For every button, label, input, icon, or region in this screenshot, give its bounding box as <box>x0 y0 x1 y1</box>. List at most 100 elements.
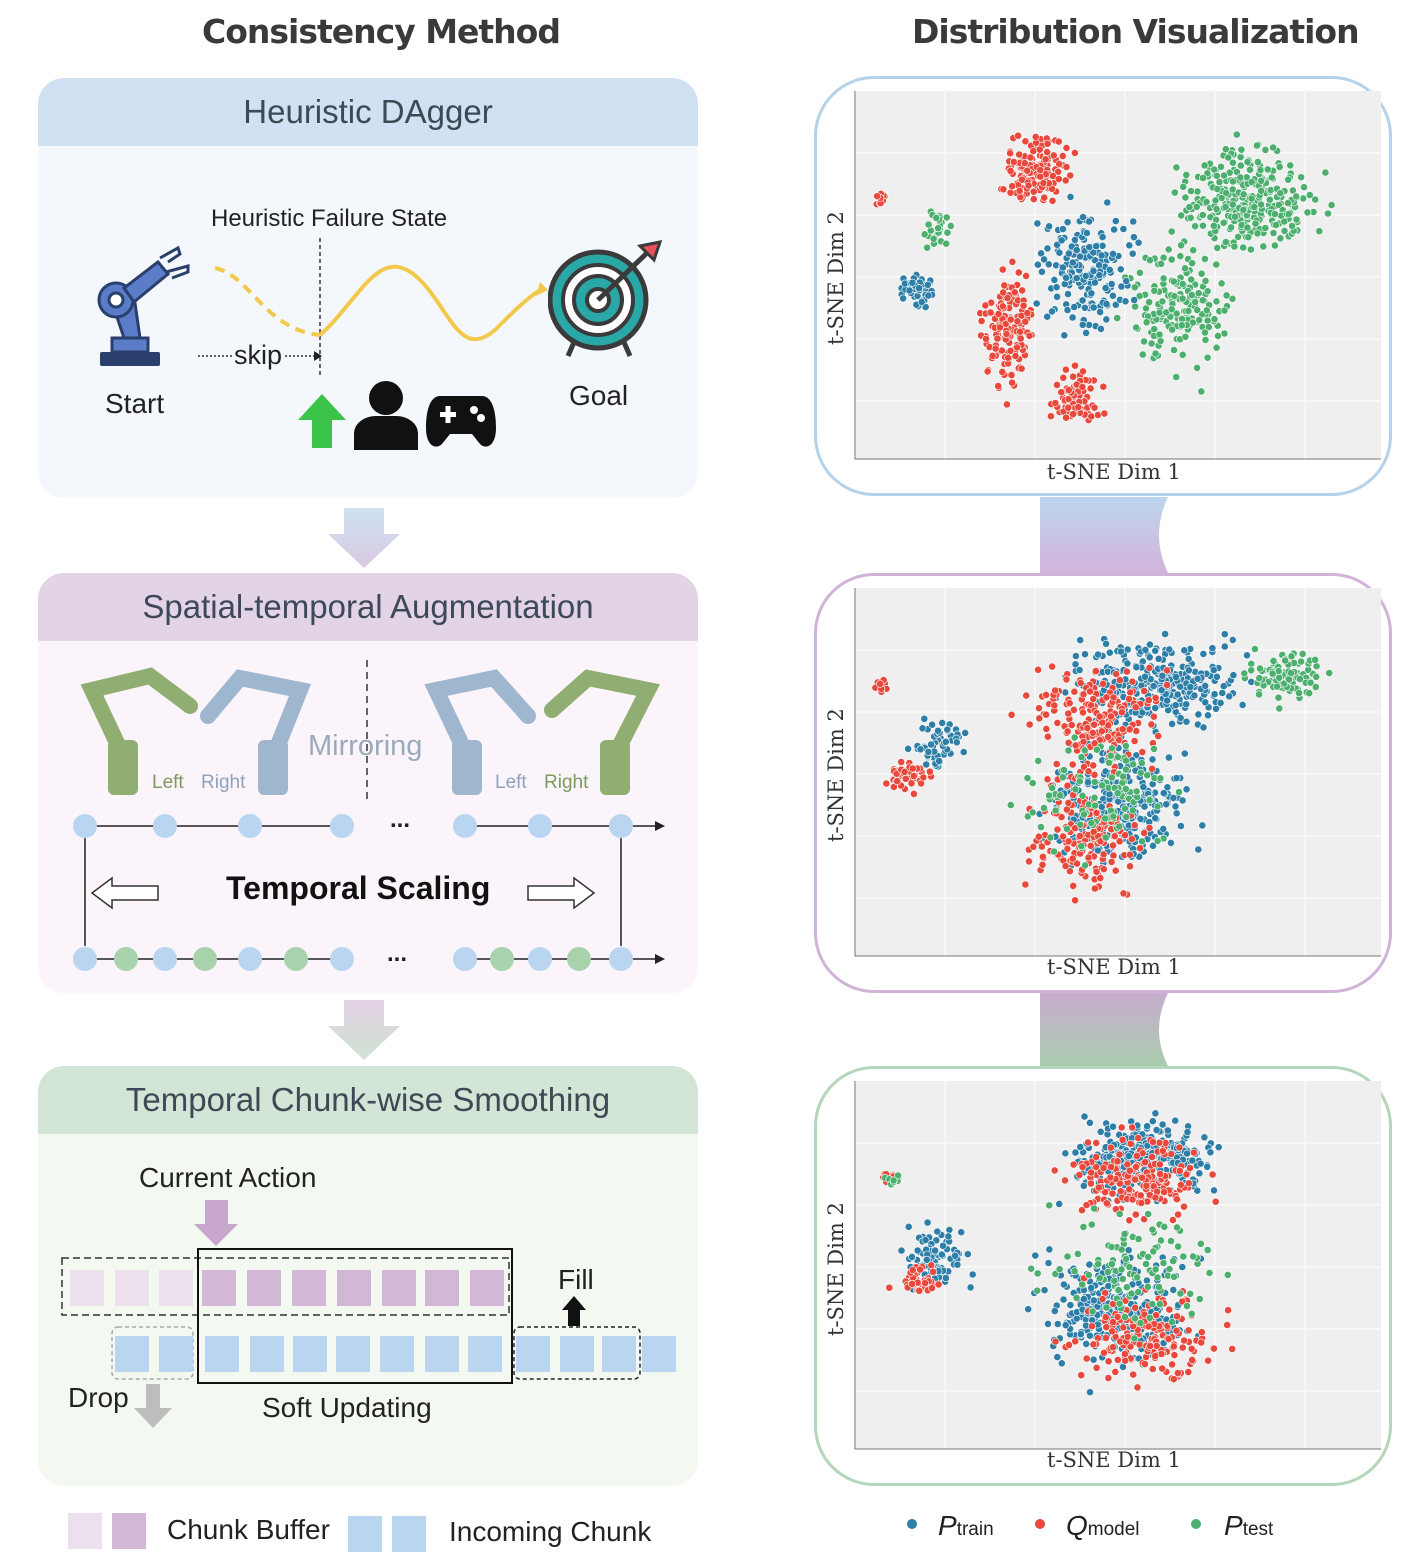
model-point <box>1141 1158 1149 1167</box>
model-point <box>1169 1342 1178 1351</box>
model-point <box>1076 679 1085 687</box>
test-point <box>1147 339 1156 348</box>
train-point <box>1109 1122 1117 1131</box>
train-point <box>1176 822 1185 830</box>
model-point <box>1008 378 1016 387</box>
test-point <box>1183 1302 1191 1310</box>
train-point <box>968 1270 977 1279</box>
train-point <box>1176 714 1185 722</box>
test-point <box>934 224 943 233</box>
test-point <box>1311 683 1320 691</box>
model-point <box>996 323 1004 332</box>
model-point <box>1016 334 1025 343</box>
test-point <box>1268 669 1277 678</box>
train-point <box>1096 308 1104 316</box>
train-point <box>1172 673 1180 681</box>
train-point <box>951 1251 959 1260</box>
model-point <box>1095 712 1104 721</box>
test-point <box>1191 298 1200 306</box>
model-point <box>1134 1134 1143 1142</box>
train-point <box>935 757 943 765</box>
test-point <box>1090 778 1099 786</box>
test-point <box>1140 337 1148 346</box>
test-point <box>1210 315 1219 324</box>
test-point <box>1148 1225 1157 1234</box>
model-point <box>1050 1166 1059 1175</box>
train-point <box>1214 1143 1223 1152</box>
tsne-plot-3-canvas <box>854 1081 1381 1450</box>
test-point <box>1129 760 1137 769</box>
model-point <box>1049 151 1058 160</box>
test-point <box>1125 1263 1134 1271</box>
model-point <box>885 1283 894 1292</box>
train-point <box>1043 312 1052 321</box>
train-point <box>1064 290 1072 298</box>
train-point <box>1152 1126 1161 1134</box>
model-point <box>1064 386 1073 394</box>
train-point <box>1139 783 1148 791</box>
train-point <box>953 1260 962 1269</box>
train-point <box>1076 636 1085 644</box>
model-point <box>1006 346 1015 355</box>
model-point <box>981 301 990 310</box>
model-point <box>1110 832 1119 841</box>
model-point <box>1129 1370 1138 1379</box>
legend-p-test: Ptest <box>1224 1510 1273 1542</box>
test-point <box>1159 274 1168 283</box>
model-point <box>1021 317 1030 326</box>
test-point <box>1270 210 1279 218</box>
test-point <box>889 1176 898 1185</box>
train-point <box>1105 648 1114 657</box>
model-point <box>1046 412 1055 421</box>
train-point <box>922 760 931 769</box>
model-point <box>1189 1148 1198 1157</box>
test-point <box>1090 1204 1099 1213</box>
model-point <box>1065 1340 1073 1349</box>
test-point <box>1247 666 1256 675</box>
fill-label: Fill <box>558 1264 594 1295</box>
test-point <box>1087 1220 1096 1229</box>
model-point <box>1102 1333 1110 1342</box>
train-point <box>1151 704 1160 712</box>
model-point <box>991 344 1000 353</box>
test-point <box>1222 189 1230 197</box>
model-point <box>1092 1153 1100 1161</box>
test-point <box>1196 1239 1205 1248</box>
model-point <box>1043 732 1052 741</box>
train-point <box>897 1246 906 1255</box>
model-point <box>977 317 986 325</box>
train-point <box>1075 666 1084 674</box>
model-point <box>1039 179 1048 187</box>
test-point <box>1080 810 1088 819</box>
test-point <box>1115 1210 1124 1218</box>
test-point <box>1033 1269 1042 1278</box>
test-point <box>1177 211 1186 220</box>
test-point <box>1273 682 1281 691</box>
train-point <box>1151 1109 1160 1118</box>
model-point <box>998 302 1007 311</box>
train-point <box>920 714 929 723</box>
model-point <box>1036 172 1045 181</box>
train-point <box>1169 793 1178 802</box>
model-point <box>1115 676 1124 684</box>
legend-p-test-main: P <box>1224 1510 1243 1541</box>
test-point <box>1121 804 1129 813</box>
test-point <box>1315 227 1324 236</box>
train-point <box>1164 753 1173 762</box>
model-point <box>1140 687 1149 695</box>
test-point <box>1149 1247 1158 1256</box>
model-point <box>1165 1305 1174 1314</box>
model-point <box>1097 727 1106 736</box>
train-point <box>1218 689 1227 697</box>
train-point <box>1143 1122 1151 1131</box>
test-point <box>1182 171 1191 179</box>
model-point <box>1197 1338 1206 1347</box>
test-point <box>1115 1299 1124 1308</box>
model-point <box>1002 400 1011 409</box>
train-point <box>924 747 933 756</box>
train-point <box>1085 1118 1094 1127</box>
test-point <box>1199 174 1207 182</box>
train-point <box>1050 275 1059 284</box>
model-point <box>1131 703 1140 712</box>
train-point <box>1206 1148 1215 1157</box>
